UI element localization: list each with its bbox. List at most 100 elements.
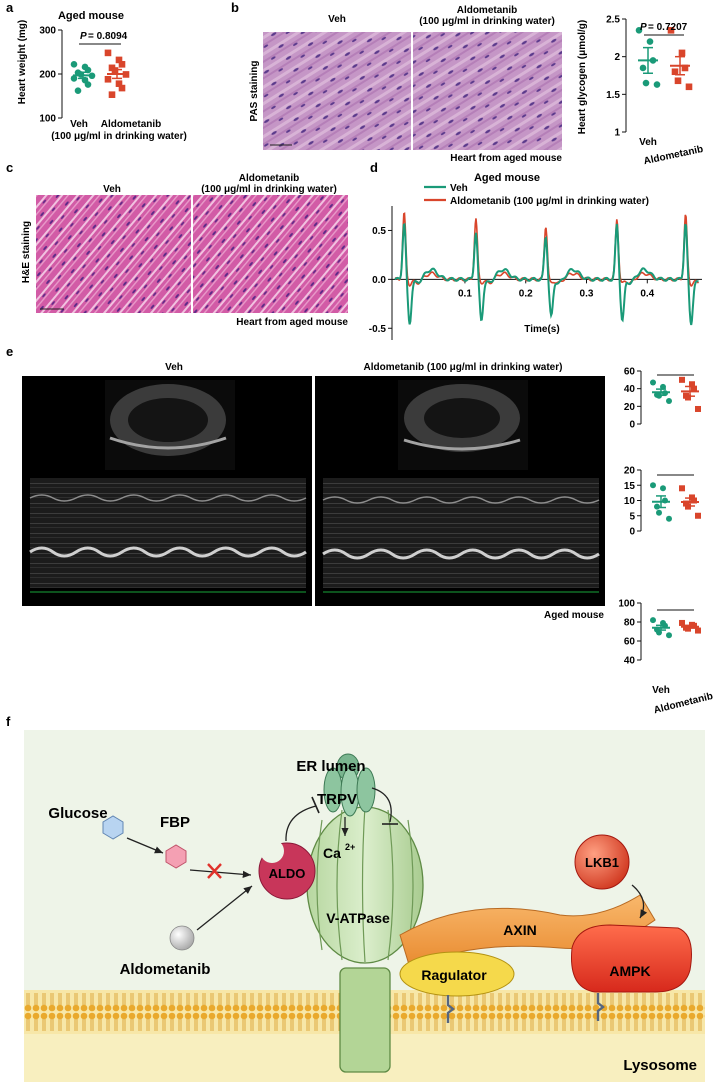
ca-superscript: 2+	[345, 842, 355, 852]
panel-a-x2b: (100 μg/ml in drinking water)	[51, 131, 187, 142]
er-lumen-label: ER lumen	[296, 758, 365, 775]
y-tick-label: 2	[614, 52, 620, 63]
data-point-aldo	[667, 27, 675, 34]
y-tick-label: 10	[624, 496, 636, 507]
fbp-hexagon	[165, 844, 187, 869]
aldometanib-sphere	[169, 925, 195, 951]
panel-b-p-letter: P	[640, 22, 647, 33]
data-point-veh	[650, 482, 656, 489]
y-tick-label: 20	[624, 466, 636, 477]
data-point-aldo	[685, 394, 691, 401]
y-tick-label: 5	[629, 511, 635, 522]
y-tick-label: 0	[629, 420, 635, 431]
panel-b-plot: 11.522.5	[606, 15, 693, 139]
data-point-aldo	[108, 91, 116, 98]
data-point-veh	[635, 27, 643, 34]
x-tick-label: 0.2	[519, 288, 533, 299]
aldometanib-label: Aldometanib	[120, 961, 211, 978]
y-tick-label: 1.5	[606, 90, 620, 101]
panel-d-title: Aged mouse	[474, 172, 540, 184]
panel-b-aldo: Aldometanib	[457, 5, 518, 16]
panel-d-xlabel: Time(s)	[524, 324, 559, 335]
glucose-label: Glucose	[48, 805, 107, 822]
data-point-veh	[639, 64, 647, 72]
y-tick-label: 2.5	[606, 15, 620, 26]
panel-d: d Aged mouse Veh Aldometanib (100 μg/ml …	[369, 160, 702, 340]
data-point-aldo	[685, 83, 693, 91]
data-point-aldo	[111, 67, 119, 74]
data-point-veh	[70, 75, 78, 82]
glucose-hexagon	[102, 815, 124, 840]
aldo: ALDO	[258, 839, 316, 900]
x-tick-label: 0.1	[458, 288, 472, 299]
panel-c-aldo: Aldometanib	[239, 173, 300, 184]
panel-b-aldob: (100 μg/ml in drinking water)	[419, 16, 555, 27]
panel-letter-c: c	[6, 160, 13, 175]
data-point-veh	[642, 79, 650, 87]
data-point-aldo	[104, 49, 112, 57]
data-point-aldo	[115, 56, 123, 64]
y-tick-label: 40	[624, 384, 636, 395]
y-tick-label: 20	[624, 402, 636, 413]
aldometanib-arrow	[196, 885, 253, 931]
data-point-aldo	[104, 75, 112, 83]
lkb1-shape	[574, 834, 630, 890]
ecg-line-veh	[394, 222, 699, 326]
panel-letter-a: a	[6, 0, 14, 15]
panel-e-lvedv-plot: 0 20 40 60	[624, 367, 701, 431]
panel-a-title: Aged mouse	[58, 10, 124, 22]
y-tick-label: 0.0	[372, 275, 386, 286]
panel-b-foot: Heart from aged mouse	[450, 153, 562, 164]
data-point-veh	[646, 38, 654, 45]
axin-label: AXIN	[503, 922, 536, 938]
fbp-arrow	[189, 869, 252, 878]
panel-c-ylab: H&E staining	[21, 221, 32, 283]
y-tick-label: -0.5	[369, 324, 387, 335]
trpv-inhibit-vatpase	[371, 787, 392, 823]
data-point-veh	[654, 503, 660, 510]
panel-b-p-value: = 0.7207	[648, 22, 688, 33]
y-tick-label: 0	[629, 527, 635, 538]
y-tick-label: 0.5	[372, 226, 386, 237]
panel-c-foot: Heart from aged mouse	[236, 317, 348, 328]
panel-a: a Aged mouse Heart weight (mg) 100200300…	[6, 0, 187, 142]
panel-e-veh: Veh	[165, 362, 183, 373]
data-point-veh	[650, 617, 656, 624]
ragulator-label: Ragulator	[421, 967, 487, 983]
lipid-anchor	[446, 995, 455, 1023]
data-point-aldo	[691, 385, 697, 392]
y-tick-label: 60	[624, 367, 636, 378]
v-atpase-label: V-ATPase	[326, 910, 390, 926]
ampk-shape	[570, 924, 692, 993]
data-point-aldo	[674, 77, 682, 85]
y-tick-label: 40	[624, 656, 636, 667]
v-atpase: V-ATPase	[306, 805, 424, 1073]
data-point-aldo	[695, 405, 701, 412]
data-point-aldo	[678, 49, 686, 57]
he-image-aldo	[193, 195, 348, 313]
y-tick-label: 15	[624, 481, 636, 492]
panel-a-x1: Veh	[70, 119, 88, 130]
panel-e-lvesv-plot: 0 5 10 15 20	[624, 466, 701, 538]
data-point-aldo	[118, 61, 126, 68]
data-point-veh	[84, 81, 92, 88]
data-point-veh	[656, 629, 662, 636]
data-point-aldo	[679, 485, 685, 492]
panel-e: e Veh Aldometanib (100 μg/ml in drinking…	[6, 344, 714, 716]
y-tick-label: 300	[39, 26, 56, 37]
panel-a-p-letter: P	[80, 31, 87, 42]
lkb1-arrow	[631, 884, 648, 919]
panel-a-x2: Aldometanib	[101, 119, 162, 130]
data-point-veh	[74, 87, 82, 95]
panel-b: b Veh Aldometanib (100 μg/ml in drinking…	[231, 0, 704, 167]
trpv-label: TRPV	[317, 791, 357, 808]
data-point-aldo	[691, 497, 697, 504]
data-point-aldo	[695, 512, 701, 519]
lysosome-label: Lysosome	[623, 1057, 697, 1074]
lipid-anchor	[596, 993, 605, 1021]
y-tick-label: 200	[39, 70, 56, 81]
